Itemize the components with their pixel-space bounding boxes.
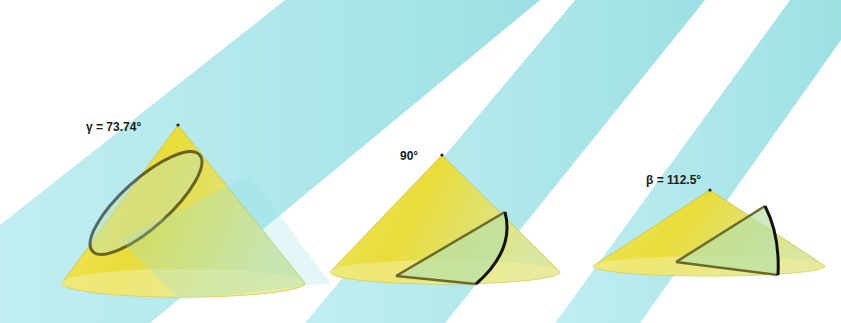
cone — [593, 190, 825, 276]
cone — [62, 125, 330, 300]
angle-label: γ = 73.74° — [86, 121, 141, 133]
angle-label: β = 112.5° — [646, 174, 701, 186]
cutting-plane — [555, 0, 841, 323]
angle-label: 90° — [400, 150, 418, 162]
cone — [330, 155, 560, 284]
